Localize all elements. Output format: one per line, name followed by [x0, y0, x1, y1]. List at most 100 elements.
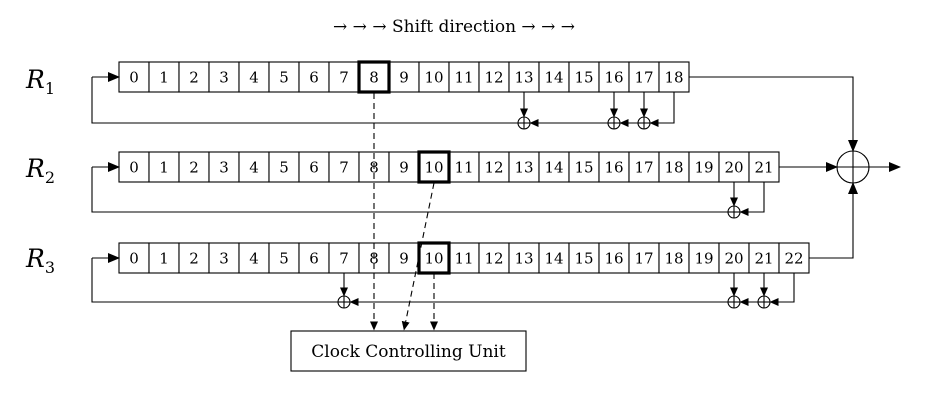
register-cell-label: 15 [574, 159, 593, 177]
register-cell-label: 1 [159, 69, 169, 87]
register-cell-label: 10 [424, 250, 443, 268]
r2-feedback-loop [91, 167, 728, 213]
register-cell [568, 61, 600, 93]
register-cell-label: 4 [249, 250, 259, 268]
register-cell-label: 17 [634, 69, 653, 87]
register-cell-label: 6 [309, 69, 319, 87]
register-cell-label: 5 [279, 250, 289, 268]
register-cell-label: 3 [219, 250, 229, 268]
register-cell-label: 14 [544, 250, 563, 268]
register-label-r1: R1 [25, 65, 55, 98]
register-cell-label: 11 [454, 159, 473, 177]
clock-controlling-unit: Clock Controlling Unit [290, 330, 527, 372]
xor-circle-icon [637, 116, 651, 130]
register-cell [508, 61, 540, 93]
register-cell-label: 8 [369, 69, 379, 87]
register-cell-label: 16 [604, 250, 623, 268]
r2-tap-21 [739, 182, 765, 216]
register-cell [658, 61, 690, 93]
register-cell-label: 3 [219, 159, 229, 177]
shift-direction-title: → → → Shift direction → → → [333, 17, 575, 37]
register-cell-label: 12 [484, 250, 503, 268]
register-cell-label: 10 [424, 69, 443, 87]
register-cell-label: 17 [634, 250, 653, 268]
register-cell [628, 151, 660, 183]
register-cell-label: 2 [189, 159, 199, 177]
register-cell [478, 151, 510, 183]
register-cell-label: 9 [399, 159, 409, 177]
register-cell [178, 151, 210, 183]
register-cell-label: 18 [664, 250, 683, 268]
xor-circle-icon [757, 295, 771, 309]
register-cell-label: 18 [664, 69, 683, 87]
clock-unit-label: Clock Controlling Unit [311, 342, 506, 362]
r1-feedback-loop [91, 77, 518, 124]
register-cell [748, 151, 780, 183]
register-cell [178, 242, 210, 274]
register-cell [148, 242, 180, 274]
register-cell [718, 242, 750, 274]
register-cell [388, 151, 420, 183]
register-cell-label: 0 [129, 69, 139, 87]
register-cell-label: 0 [129, 159, 139, 177]
register-cell [208, 151, 240, 183]
register-cell-label: 16 [604, 69, 623, 87]
register-cell [328, 61, 360, 93]
register-cell-label: 4 [249, 159, 259, 177]
register-cell-label: 17 [634, 159, 653, 177]
register-cell-label: 21 [754, 250, 773, 268]
register-cell-label: 12 [484, 69, 503, 87]
r1-tap-18 [649, 92, 675, 127]
register-cell [298, 242, 330, 274]
register-cell [478, 242, 510, 274]
register-cell-label: 0 [129, 250, 139, 268]
register-cell [688, 151, 720, 183]
register-cell [448, 61, 480, 93]
register-cell [478, 61, 510, 93]
register-cell-label: 7 [339, 159, 349, 177]
r3-output-line [809, 182, 858, 259]
register-cell [448, 242, 480, 274]
register-cell-label: 21 [754, 159, 773, 177]
xor-circle-icon [727, 205, 741, 219]
register-cell [538, 151, 570, 183]
register-cell-label: 5 [279, 69, 289, 87]
register-cell-label: 9 [399, 69, 409, 87]
register-cell-label: 2 [189, 250, 199, 268]
register-cell-label: 10 [424, 159, 443, 177]
feedback-wiring [91, 72, 901, 306]
register-cell-label: 19 [694, 159, 713, 177]
main-xor-circle-icon [836, 150, 870, 184]
register-cell [538, 242, 570, 274]
r3-feedback-loop [91, 258, 338, 303]
register-cell-label: 13 [514, 69, 533, 87]
register-cell [148, 151, 180, 183]
register-cell [748, 242, 780, 274]
register-cell [268, 61, 300, 93]
xor-circle-icon [337, 295, 351, 309]
register-cell-label: 22 [784, 250, 803, 268]
register-cell-label: 13 [514, 250, 533, 268]
register-cell-label: 20 [724, 159, 743, 177]
register-cell-label: 14 [544, 159, 563, 177]
r2-clock-line [401, 182, 435, 331]
register-cell [298, 151, 330, 183]
register-cell-label: 6 [309, 250, 319, 268]
register-cell-label: 16 [604, 159, 623, 177]
xor-circle-icon [727, 295, 741, 309]
register-cell-label: 1 [159, 250, 169, 268]
register-cell [598, 61, 630, 93]
register-label-r2: R2 [25, 154, 55, 187]
register-cell [328, 242, 360, 274]
register-cell-label: 11 [454, 69, 473, 87]
r1-output-line [689, 76, 858, 152]
register-cell-label: 3 [219, 69, 229, 87]
register-cell [118, 151, 150, 183]
register-cell [298, 61, 330, 93]
register-cell [598, 151, 630, 183]
register-cell [658, 242, 690, 274]
register-cell-label: 2 [189, 69, 199, 87]
